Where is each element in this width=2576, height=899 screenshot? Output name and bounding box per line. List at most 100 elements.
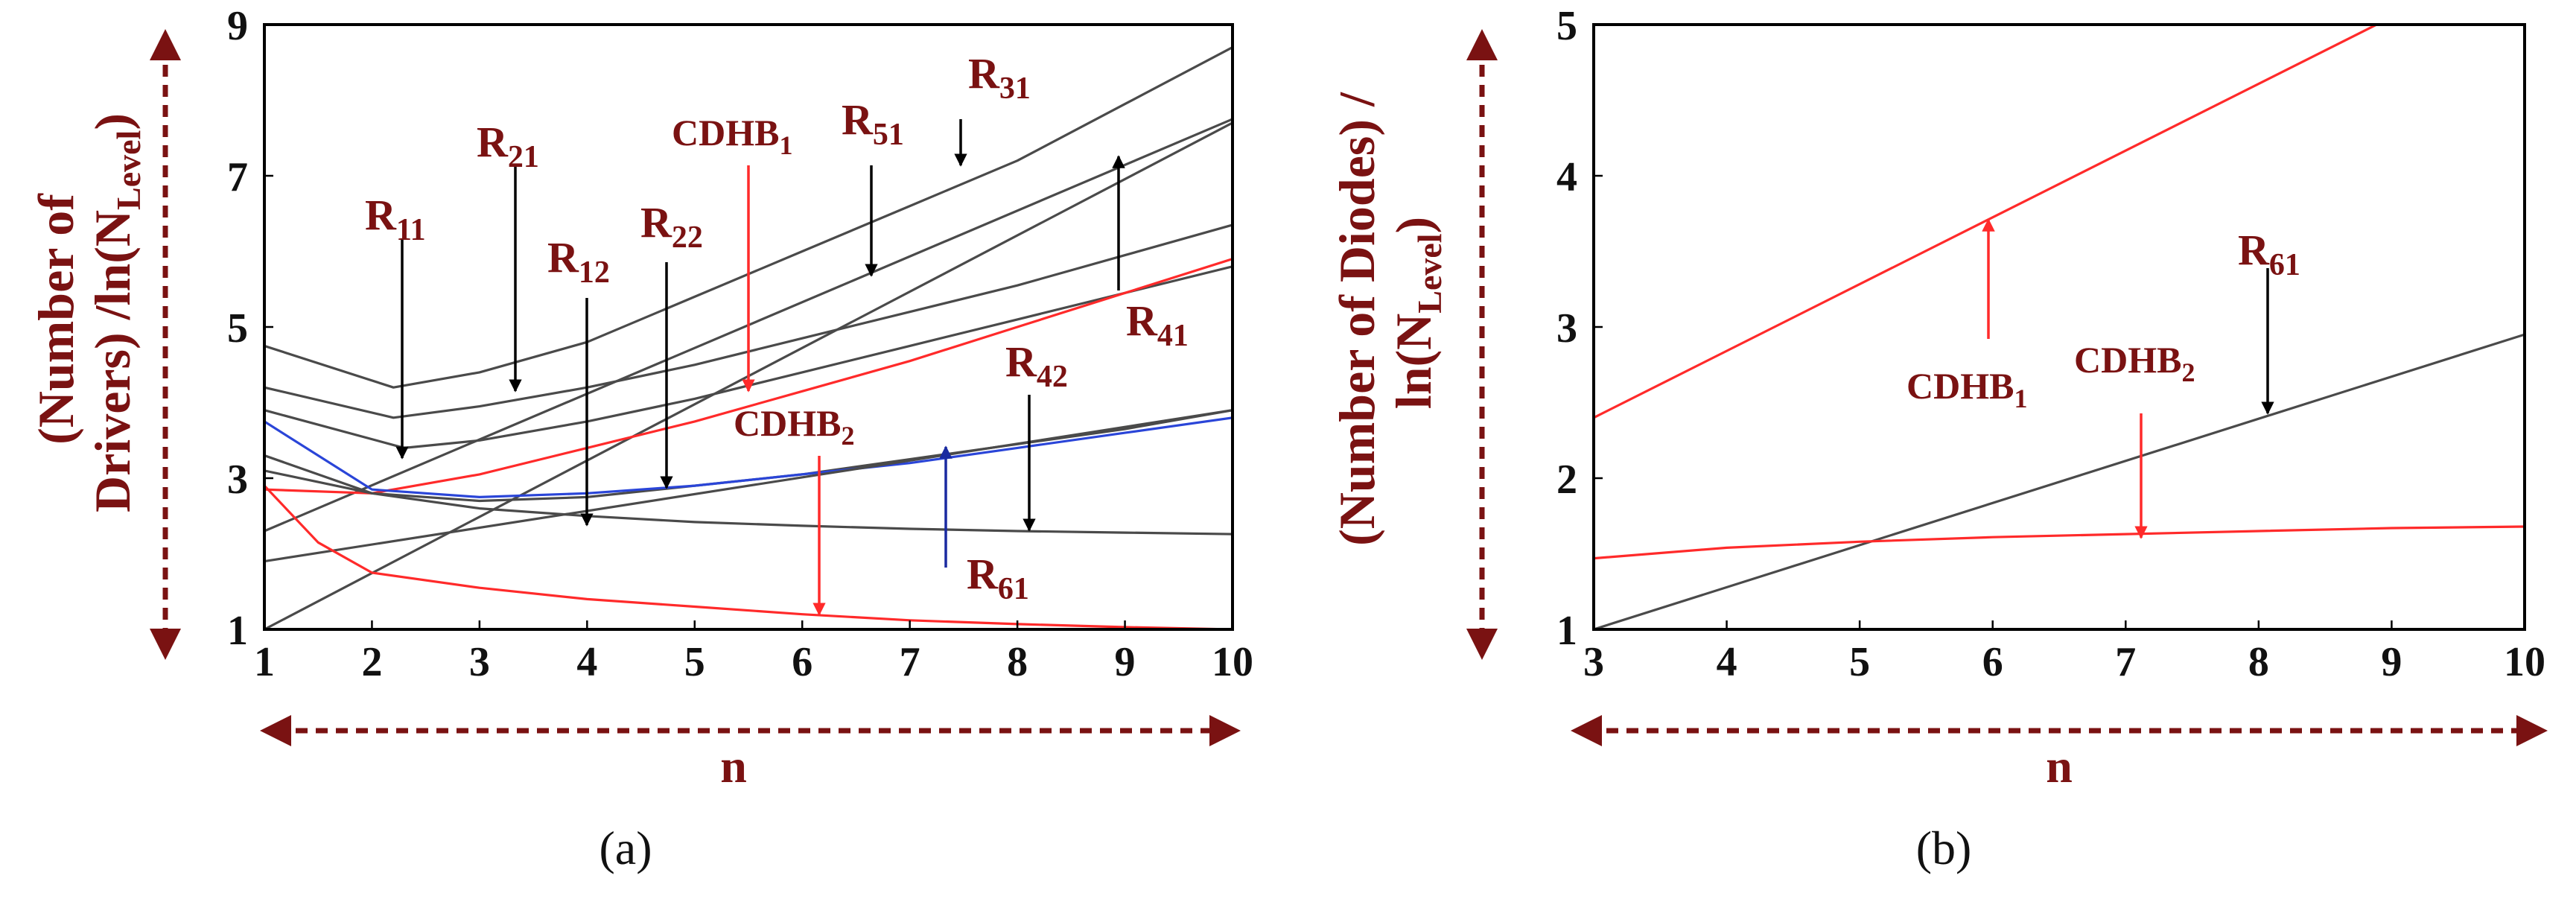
label-cdhb2: CDHB2 (734, 402, 854, 451)
panel-b-ylabel: (Number of Diodes) / ln(NLevel) (1329, 80, 1448, 546)
label-b-cdhb1-sub: 1 (2014, 384, 2027, 413)
label-r51-sub: 51 (873, 118, 904, 152)
panel-b-plot (1592, 23, 2526, 631)
label-r11: R11 (365, 191, 426, 247)
panel-b-ylabel-sub: Level (1411, 233, 1448, 313)
panel-b-ylabel-line2: ln(NLevel) (1385, 217, 1448, 409)
ytick-label: 1 (1556, 608, 1577, 654)
xtick-label: 2 (361, 639, 382, 685)
label-b-r61-sub: 61 (2269, 248, 2300, 282)
panel-b-frame (1592, 23, 2526, 631)
xtick-label: 7 (2115, 639, 2136, 685)
label-r42-base: R (1005, 337, 1037, 386)
ytick-label: 5 (1556, 3, 1577, 49)
label-r51: R51 (842, 95, 904, 152)
ytick-label: 7 (227, 154, 248, 200)
xtick-label: 9 (2381, 639, 2402, 685)
label-cdhb1-base: CDHB (672, 112, 779, 153)
series-a-cdhb2 (264, 484, 1233, 629)
xtick-label: 6 (792, 639, 812, 685)
label-r42: R42 (1005, 337, 1068, 394)
xtick-label: 9 (1115, 639, 1136, 685)
panel-a-arrows (395, 119, 1125, 616)
series-a-r12 (264, 469, 1233, 536)
ytick-label: 5 (227, 305, 248, 352)
series-a-r42 (264, 409, 1233, 563)
xtick-label: 4 (576, 639, 597, 685)
xtick-label: 5 (1849, 639, 1870, 685)
panel-b-ylabel-line1: (Number of Diodes) / (1329, 92, 1385, 546)
label-r61-sub: 61 (998, 572, 1029, 606)
label-r12-base: R (547, 233, 579, 282)
panel-b-caption: (b) (1916, 822, 1972, 874)
label-b-cdhb1-base: CDHB (1906, 365, 2014, 407)
label-r42-sub: 42 (1037, 360, 1068, 394)
label-b-cdhb2: CDHB2 (2074, 339, 2195, 387)
xtick-label: 3 (1583, 639, 1604, 685)
label-r31: R31 (968, 49, 1031, 106)
panel-a-xlabel: n (720, 740, 747, 792)
label-cdhb2-sub: 2 (841, 421, 854, 451)
ytick-label: 4 (1556, 154, 1577, 200)
xtick-label: 10 (1212, 639, 1253, 685)
panel-b-xticks: 3 4 5 6 7 8 9 10 (1583, 620, 2545, 685)
panel-a-ylabel-line1: (Number of (28, 193, 84, 445)
label-r12-sub: 12 (579, 255, 610, 290)
label-r41-sub: 41 (1157, 319, 1189, 353)
xtick-label: 1 (254, 639, 275, 685)
panel-b-ylabel-prefix: ln(N (1385, 314, 1442, 409)
panel-b-arrows (1982, 218, 2274, 539)
label-b-cdhb2-base: CDHB (2074, 339, 2181, 381)
label-r22-sub: 22 (672, 220, 703, 255)
series-a-r61 (264, 416, 1233, 498)
label-b-r61: R61 (2238, 226, 2300, 282)
label-r31-base: R (968, 49, 1000, 98)
panel-a-ylabel: (Number of Drivers) /ln(NLevel) (28, 113, 147, 512)
xtick-label: 5 (684, 639, 705, 685)
label-b-cdhb2-sub: 2 (2181, 358, 2195, 387)
label-r21-base: R (477, 118, 509, 166)
label-r11-base: R (365, 191, 397, 239)
xtick-label: 10 (2504, 639, 2545, 685)
label-cdhb1-sub: 1 (779, 130, 792, 160)
label-r31-sub: 31 (999, 72, 1031, 106)
label-r12: R12 (547, 233, 610, 290)
ytick-label: 3 (1556, 305, 1577, 352)
panel-b-series (1594, 25, 2525, 629)
panel-b-xlabel: n (2046, 740, 2073, 792)
label-cdhb2-base: CDHB (734, 402, 841, 444)
series-b-cdhb2 (1594, 525, 2525, 560)
xtick-label: 6 (1982, 639, 2003, 685)
label-r61: R61 (967, 550, 1029, 606)
xtick-label: 8 (2248, 639, 2269, 685)
panel-a-ylabel-line2: Drivers) /ln(NLevel) (84, 113, 147, 512)
label-r21: R21 (477, 118, 539, 174)
ytick-label: 2 (1556, 457, 1577, 503)
panel-a-ylabel-sub: Level (109, 130, 147, 210)
label-r41-base: R (1126, 296, 1158, 345)
panel-a-ylabel-prefix: Drivers) /ln(N (84, 210, 141, 512)
series-b-r61 (1594, 333, 2525, 629)
panel-a-ylabel-suffix: ) (84, 113, 141, 130)
label-r51-base: R (842, 95, 874, 144)
panel-b: 3 4 5 6 7 8 9 10 1 2 3 4 5 (Number of Diodes) / ln(… (1329, 3, 2548, 874)
xtick-label: 4 (1717, 639, 1737, 685)
xtick-label: 7 (900, 639, 920, 685)
label-r61-base: R (967, 550, 999, 598)
panel-a-annotations: R11 R21 R12 R22 CDHB1 R51 R31 R41 R42 CD… (365, 49, 1189, 606)
ytick-label: 9 (227, 3, 248, 49)
series-b-cdhb1 (1594, 25, 2379, 419)
panel-a-caption: (a) (599, 822, 652, 874)
panel-b-ylabel-suffix: ) (1385, 217, 1442, 234)
label-r41: R41 (1126, 296, 1189, 353)
ytick-label: 3 (227, 457, 248, 503)
label-r21-sub: 21 (508, 140, 539, 174)
label-b-cdhb1: CDHB1 (1906, 365, 2027, 413)
label-r22: R22 (640, 198, 703, 255)
label-b-r61-base: R (2238, 226, 2270, 274)
label-r11-sub: 11 (396, 213, 426, 247)
